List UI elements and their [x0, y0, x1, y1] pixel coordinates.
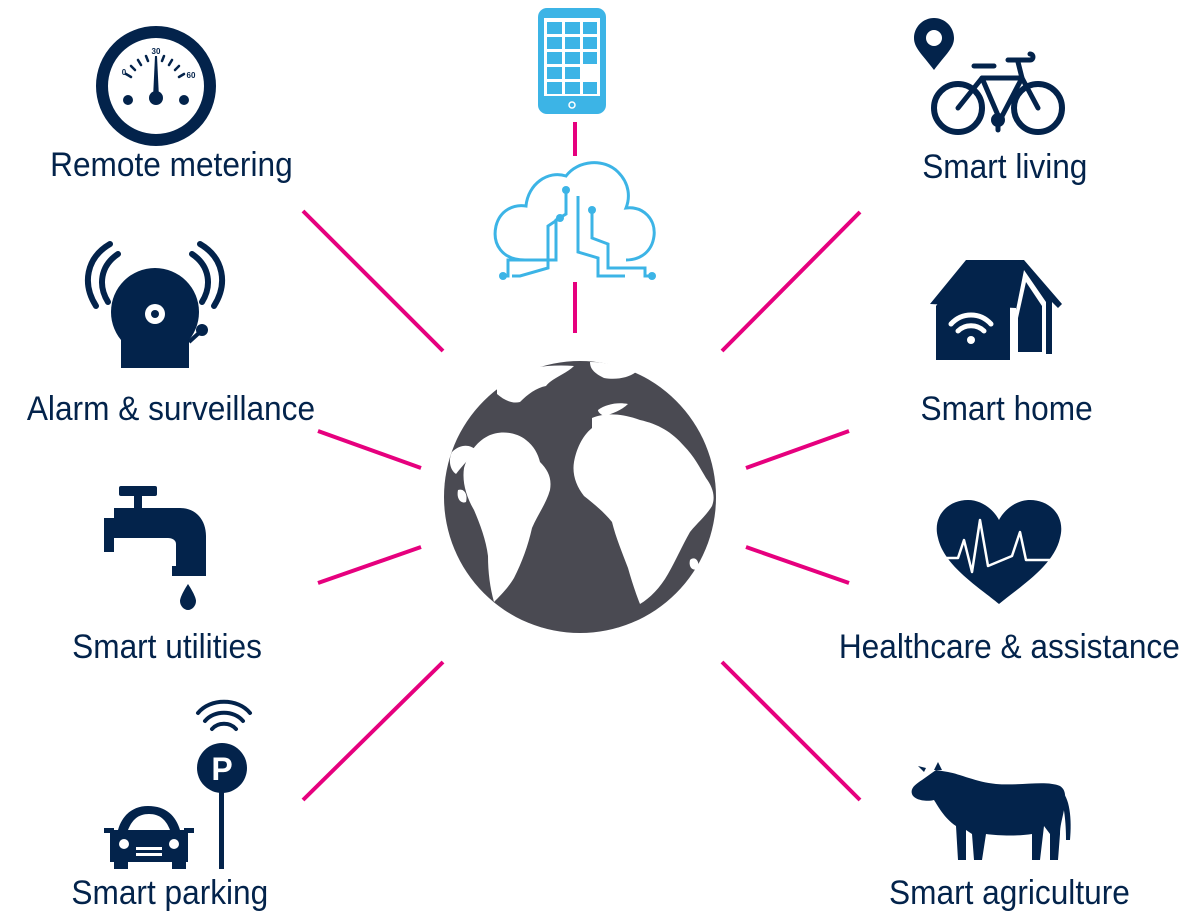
gauge-tick-60: 60	[187, 71, 196, 80]
parking-sign-letter: P	[211, 751, 232, 787]
label-smart-utilities: Smart utilities	[72, 628, 262, 666]
connector-utilities	[317, 545, 422, 585]
connector-health	[745, 545, 850, 585]
label-remote-metering: Remote metering	[50, 146, 293, 184]
label-healthcare-assistance: Healthcare & assistance	[838, 628, 1180, 666]
cloud-circuit-icon	[493, 161, 656, 278]
label-smart-home: Smart home	[920, 390, 1093, 428]
connector-agriculture	[720, 660, 862, 802]
connector-parking	[301, 660, 445, 802]
bicycle-location-icon	[914, 18, 1065, 135]
connector-remote-metering	[301, 209, 445, 353]
label-smart-parking: Smart parking	[71, 874, 269, 912]
globe-icon	[444, 361, 716, 633]
alarm-bell-icon	[85, 241, 225, 368]
label-alarm-surveillance: Alarm & surveillance	[26, 390, 316, 428]
cow-icon	[911, 762, 1071, 860]
label-smart-agriculture: Smart agriculture	[889, 874, 1130, 912]
label-smart-living: Smart living	[922, 148, 1088, 186]
connector-alarm	[317, 429, 422, 470]
water-tap-icon	[104, 486, 206, 610]
wifi-house-icon	[930, 260, 1062, 360]
parking-car-icon: P	[104, 699, 252, 869]
gauge-tick-30: 30	[152, 47, 161, 56]
connector-living	[720, 210, 862, 353]
meter-gauge-icon: 0 30 60	[96, 26, 216, 146]
heart-ecg-icon	[936, 500, 1062, 604]
gauge-tick-0: 0	[122, 68, 127, 77]
connector-home	[745, 429, 850, 470]
connector-lines	[301, 122, 862, 802]
smartphone-icon	[538, 8, 606, 114]
